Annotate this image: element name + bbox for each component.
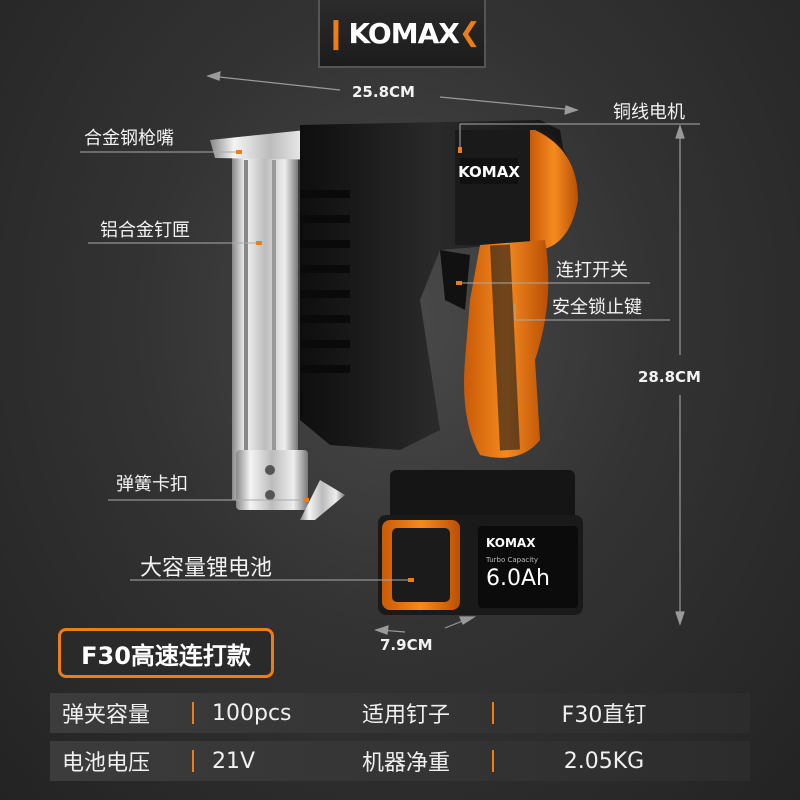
label-motor: 铜线电机 bbox=[613, 102, 685, 123]
logo-chevron-icon: ❮ bbox=[458, 18, 481, 48]
label-spring-clip: 弹簧卡扣 bbox=[116, 474, 188, 495]
width-dimension: 25.8CM bbox=[352, 83, 415, 101]
brand-logo-banner: ❙ KOMAX ❮ bbox=[318, 0, 486, 68]
brand-logo: KOMAX bbox=[348, 16, 459, 50]
label-nozzle: 合金钢枪嘴 bbox=[84, 128, 174, 149]
spec-label: 机器净重 bbox=[362, 751, 451, 776]
spec-value: 2.05KG bbox=[563, 748, 645, 774]
dimension-lines bbox=[206, 71, 685, 635]
spec-label: 电池电压 bbox=[62, 751, 151, 776]
model-name: F30高速连打款 bbox=[81, 641, 251, 670]
label-battery: 大容量锂电池 bbox=[140, 556, 273, 581]
logo-bracket-icon: ❙ bbox=[323, 15, 349, 51]
label-trigger: 连打开关 bbox=[556, 260, 628, 281]
depth-dimension: 7.9CM bbox=[380, 636, 433, 654]
svg-text:KOMAX: KOMAX bbox=[458, 163, 520, 181]
label-magazine: 铝合金钉匣 bbox=[100, 220, 190, 241]
spec-label: 适用钉子 bbox=[362, 703, 451, 728]
spec-row: 弹夹容量 100pcs 适用钉子 F30直钉 bbox=[50, 693, 750, 733]
spec-separator bbox=[492, 702, 494, 724]
label-safety: 安全锁止键 bbox=[552, 297, 642, 318]
battery-brand: KOMAX bbox=[486, 536, 536, 550]
battery-capacity: 6.0Ah bbox=[486, 566, 550, 591]
spec-value: 100pcs bbox=[212, 700, 292, 726]
spec-separator bbox=[192, 702, 194, 724]
spec-separator bbox=[492, 750, 494, 772]
spec-value: F30直钉 bbox=[561, 703, 647, 728]
height-dimension: 28.8CM bbox=[638, 368, 701, 386]
spec-value: 21V bbox=[212, 748, 256, 774]
magazine-rail bbox=[232, 150, 298, 500]
battery-subtitle: Turbo Capacity bbox=[486, 556, 539, 564]
spec-separator bbox=[192, 750, 194, 772]
spec-label: 弹夹容量 bbox=[62, 703, 151, 728]
model-badge: F30高速连打款 bbox=[58, 628, 274, 678]
spec-row: 电池电压 21V 机器净重 2.05KG bbox=[50, 741, 750, 781]
